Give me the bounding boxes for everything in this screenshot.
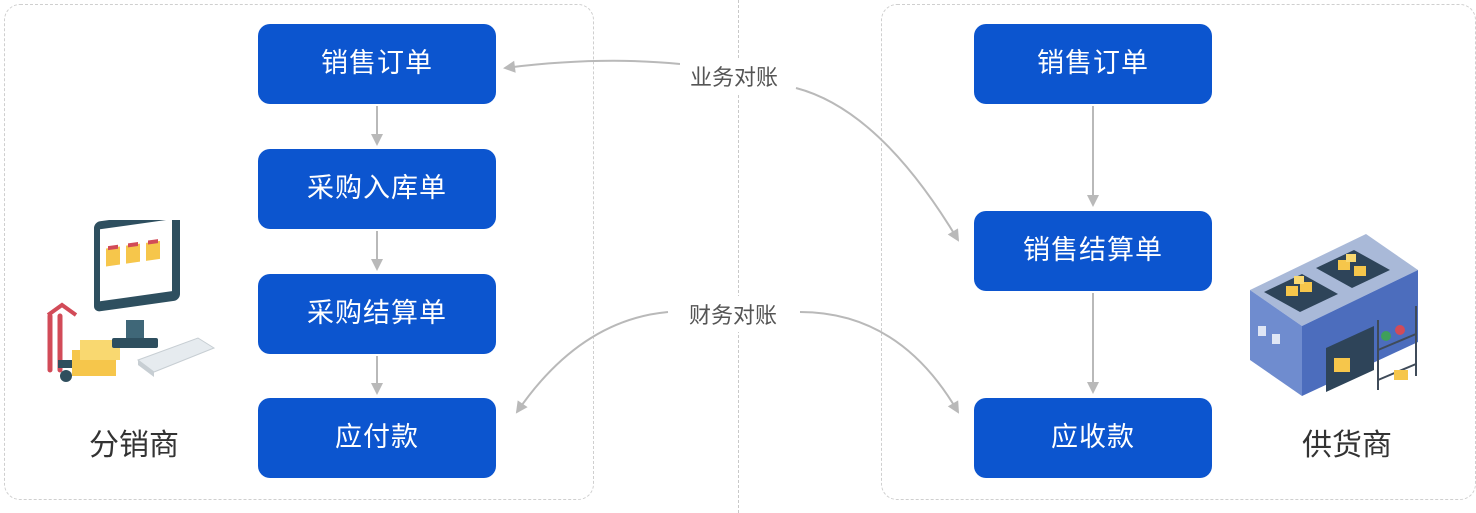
finance-curve-to-right bbox=[799, 311, 960, 414]
distributor-label: 分销商 bbox=[89, 428, 179, 463]
distributor-purchase-settlement-box: 采购结算单 bbox=[258, 274, 496, 354]
center-divider bbox=[738, 0, 739, 513]
supplier-warehouse-illustration bbox=[1250, 234, 1418, 396]
distributor-computer-illustration bbox=[46, 220, 216, 382]
distributor-payable-box: 应付款 bbox=[258, 398, 496, 478]
supplier-sales-settlement-box: 销售结算单 bbox=[974, 211, 1212, 291]
distributor-sales-order-box: 销售订单 bbox=[258, 24, 496, 104]
distributor-panel bbox=[4, 4, 594, 500]
finance-curve-to-left bbox=[515, 311, 669, 414]
finance-reconciliation-label: 财务对账 bbox=[679, 296, 788, 332]
business-curve-to-right bbox=[795, 87, 960, 242]
supplier-label: 供货商 bbox=[1302, 428, 1392, 463]
supplier-receivable-box: 应收款 bbox=[974, 398, 1212, 478]
supplier-sales-order-box: 销售订单 bbox=[974, 24, 1212, 104]
business-reconciliation-label: 业务对账 bbox=[680, 58, 789, 94]
distributor-purchase-inbound-box: 采购入库单 bbox=[258, 149, 496, 229]
business-curve-to-left bbox=[503, 59, 681, 73]
